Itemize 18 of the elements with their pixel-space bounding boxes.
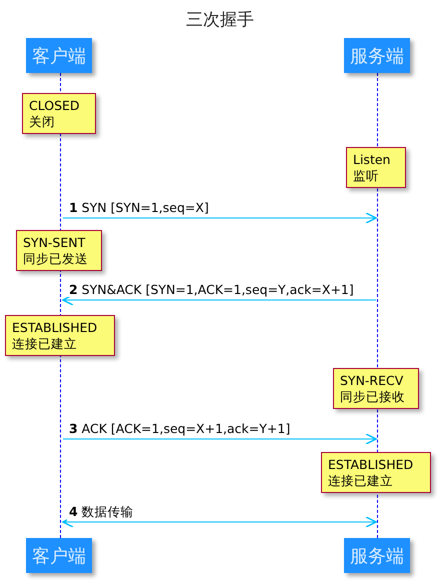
- participant-box: 客户端: [26, 38, 92, 73]
- note-box: ESTABLISHED 连接已建立: [5, 315, 115, 356]
- message-arrow: [62, 212, 377, 224]
- message-arrow: [62, 294, 376, 306]
- note-box: CLOSED 关闭: [22, 93, 96, 134]
- participant-box: 服务端: [344, 538, 410, 573]
- participant-box: 服务端: [344, 38, 410, 73]
- message-arrow: [62, 516, 377, 528]
- edge-label: 3 ACK [ACK=1,seq=X+1,ack=Y+1]: [67, 421, 292, 436]
- edge-label: 1 SYN [SYN=1,seq=X]: [67, 200, 211, 215]
- edge-label: 2 SYN&ACK [SYN=1,ACK=1,seq=Y,ack=X+1]: [67, 282, 356, 297]
- note-box: ESTABLISHED 连接已建立: [321, 452, 431, 493]
- participant-box: 客户端: [26, 538, 92, 573]
- message-arrow: [62, 433, 377, 445]
- note-box: SYN-SENT 同步已发送: [16, 230, 102, 271]
- note-box: SYN-RECV 同步已接收: [333, 368, 419, 409]
- note-box: Listen 监听: [346, 147, 406, 188]
- diagram-title: 三次握手: [185, 9, 255, 31]
